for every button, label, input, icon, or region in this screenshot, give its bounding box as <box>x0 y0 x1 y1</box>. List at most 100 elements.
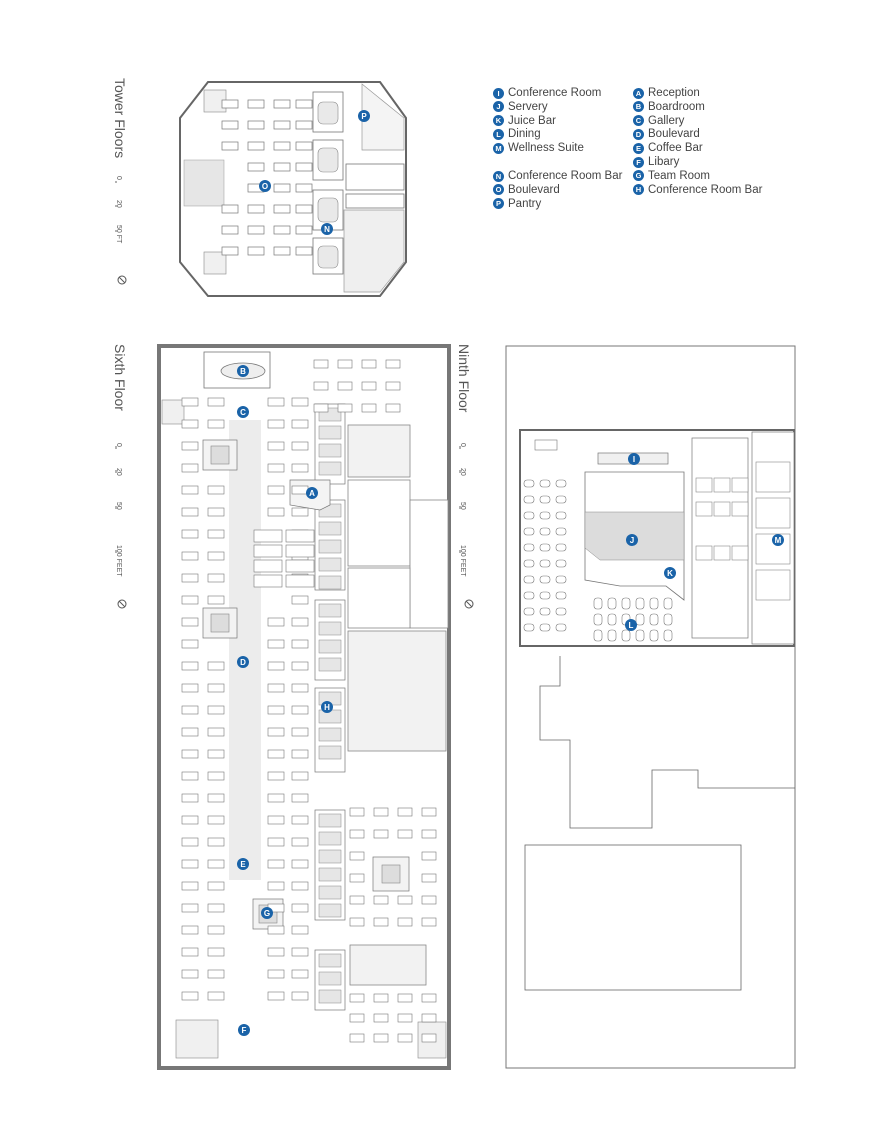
desk <box>207 485 225 495</box>
desk <box>181 683 199 693</box>
desk <box>181 419 199 429</box>
plan-marker-n: N <box>321 223 333 235</box>
workstation-pod <box>253 559 283 573</box>
desk <box>207 991 225 1001</box>
desk <box>181 617 199 627</box>
desk <box>373 807 389 817</box>
desk <box>247 246 265 256</box>
legend-label-h: Conference Room Bar <box>648 183 763 196</box>
plan-marker-c: C <box>237 406 249 418</box>
desk <box>291 991 309 1001</box>
desk <box>181 595 199 605</box>
desk <box>181 639 199 649</box>
desk <box>421 851 437 861</box>
desk <box>267 727 285 737</box>
desk <box>247 99 265 109</box>
dining-table <box>663 597 673 610</box>
desk <box>181 815 199 825</box>
legend-marker-n: N <box>493 170 504 182</box>
desk <box>221 246 239 256</box>
desk <box>267 441 285 451</box>
desk <box>267 485 285 495</box>
desk <box>267 925 285 935</box>
dining-table <box>555 559 567 568</box>
meeting-room <box>318 867 342 882</box>
desk <box>221 120 239 130</box>
meeting-room <box>695 477 713 493</box>
desk <box>295 246 313 256</box>
desk <box>385 403 401 413</box>
meeting-room <box>318 621 342 636</box>
desk <box>273 141 291 151</box>
desk <box>421 993 437 1003</box>
wellness-room <box>755 461 791 493</box>
desk <box>273 120 291 130</box>
workstation-pod <box>285 574 315 588</box>
desk <box>291 969 309 979</box>
desk <box>267 837 285 847</box>
desk <box>267 947 285 957</box>
desk <box>181 793 199 803</box>
plan-marker-label: N <box>324 225 330 234</box>
desk <box>267 771 285 781</box>
plan-marker-label: O <box>262 182 268 191</box>
desk <box>207 661 225 671</box>
desk <box>291 727 309 737</box>
desk <box>247 225 265 235</box>
desk <box>313 403 329 413</box>
desk <box>267 683 285 693</box>
desk <box>397 829 413 839</box>
workstation-pod <box>253 544 283 558</box>
dining-table <box>635 597 645 610</box>
desk <box>207 859 225 869</box>
desk <box>291 485 309 495</box>
dining-table <box>555 495 567 504</box>
plan-marker-label: E <box>240 860 246 869</box>
desk <box>247 141 265 151</box>
dining-table <box>607 597 617 610</box>
desk <box>221 225 239 235</box>
dining-table <box>555 511 567 520</box>
desk <box>207 727 225 737</box>
dining-table <box>663 629 673 642</box>
meeting-room <box>695 501 713 517</box>
desk <box>207 903 225 913</box>
plan-marker-m: M <box>772 534 784 546</box>
desk <box>267 661 285 671</box>
sixth-floor-plan <box>157 344 451 1070</box>
desk <box>291 705 309 715</box>
legend-label-g: Team Room <box>648 169 710 182</box>
meeting-room <box>318 603 342 618</box>
desk <box>385 381 401 391</box>
desk <box>267 881 285 891</box>
legend-marker-o: O <box>493 184 504 196</box>
legend-label-b: Boardroom <box>648 100 705 113</box>
desk <box>267 419 285 429</box>
desk <box>181 749 199 759</box>
desk <box>291 925 309 935</box>
desk <box>267 749 285 759</box>
desk <box>291 859 309 869</box>
desk <box>337 359 353 369</box>
desk <box>373 1033 389 1043</box>
desk <box>207 419 225 429</box>
desk <box>349 807 365 817</box>
desk <box>181 859 199 869</box>
tower-floor-plan <box>179 81 407 297</box>
desk <box>267 859 285 869</box>
dining-table <box>523 607 535 616</box>
dining-table <box>635 613 645 626</box>
dining-table <box>649 629 659 642</box>
north-arrow-icon <box>117 275 127 285</box>
dining-table <box>539 511 551 520</box>
dining-table <box>523 575 535 584</box>
dining-table <box>523 591 535 600</box>
desk <box>181 969 199 979</box>
meeting-room <box>713 477 731 493</box>
desk <box>247 120 265 130</box>
desk <box>207 793 225 803</box>
meeting-room <box>318 521 342 536</box>
